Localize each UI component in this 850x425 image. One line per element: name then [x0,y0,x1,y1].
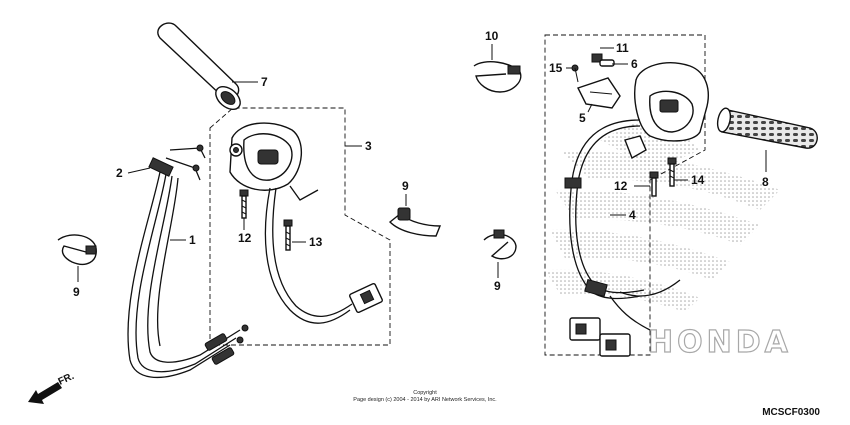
bolt-part-13[interactable] [283,219,293,251]
callout-6: 6 [631,57,638,71]
throttle-cable-part[interactable] [127,144,249,379]
callout-7: 7 [261,75,268,89]
copyright-line-1: Copyright [413,390,437,396]
callout-9-right: 9 [494,279,501,293]
bolt-part-14[interactable] [667,157,677,187]
callout-9-center: 9 [402,179,409,193]
nut-part-6[interactable] [599,59,615,67]
wire-clamp-part-9-right[interactable] [483,229,517,260]
wire-clamp-part-9-center[interactable] [388,207,442,237]
callout-15: 15 [549,61,563,75]
copyright-line-2: Page design (c) 2004 - 2014 by ARI Netwo… [353,397,497,403]
callout-9-left: 9 [73,285,80,299]
front-direction-arrow: FR. [28,371,76,404]
callout-1: 1 [189,233,196,247]
bolt-part-12-left[interactable] [239,189,249,219]
right-handlebar-switch-part[interactable] [564,62,709,357]
left-grip-part[interactable] [157,22,245,114]
wire-clamp-part-9-left[interactable] [57,234,97,266]
callout-4: 4 [629,208,636,222]
screw-part-15[interactable] [571,64,579,83]
callout-5: 5 [579,111,586,125]
callout-12-right: 12 [614,179,628,193]
callout-12-left: 12 [238,231,252,245]
front-direction-label: FR. [57,371,76,388]
leader-lines [77,44,767,282]
switch-bracket-part[interactable] [577,53,621,109]
callout-8: 8 [762,175,769,189]
callout-11: 11 [616,41,629,55]
svg-text:HONDA: HONDA [648,325,792,360]
diagram-code: MCSCF0300 [762,407,820,418]
right-grip-part[interactable] [716,107,818,149]
callout-3: 3 [365,139,372,153]
wire-clamp-part-10[interactable] [473,61,522,93]
honda-wordmark: HONDA [647,324,792,360]
assembly-outline-3 [209,107,391,346]
callout-14: 14 [691,173,705,187]
callout-10: 10 [485,29,499,43]
assembly-outline-4 [544,34,706,356]
bolt-part-12-right[interactable] [649,171,659,197]
callout-2: 2 [116,166,123,180]
callout-13: 13 [309,235,323,249]
left-handlebar-switch-part[interactable] [229,122,383,324]
